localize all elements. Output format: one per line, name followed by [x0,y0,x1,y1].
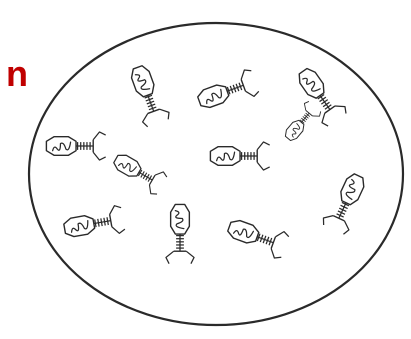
cell-outline [29,23,403,325]
